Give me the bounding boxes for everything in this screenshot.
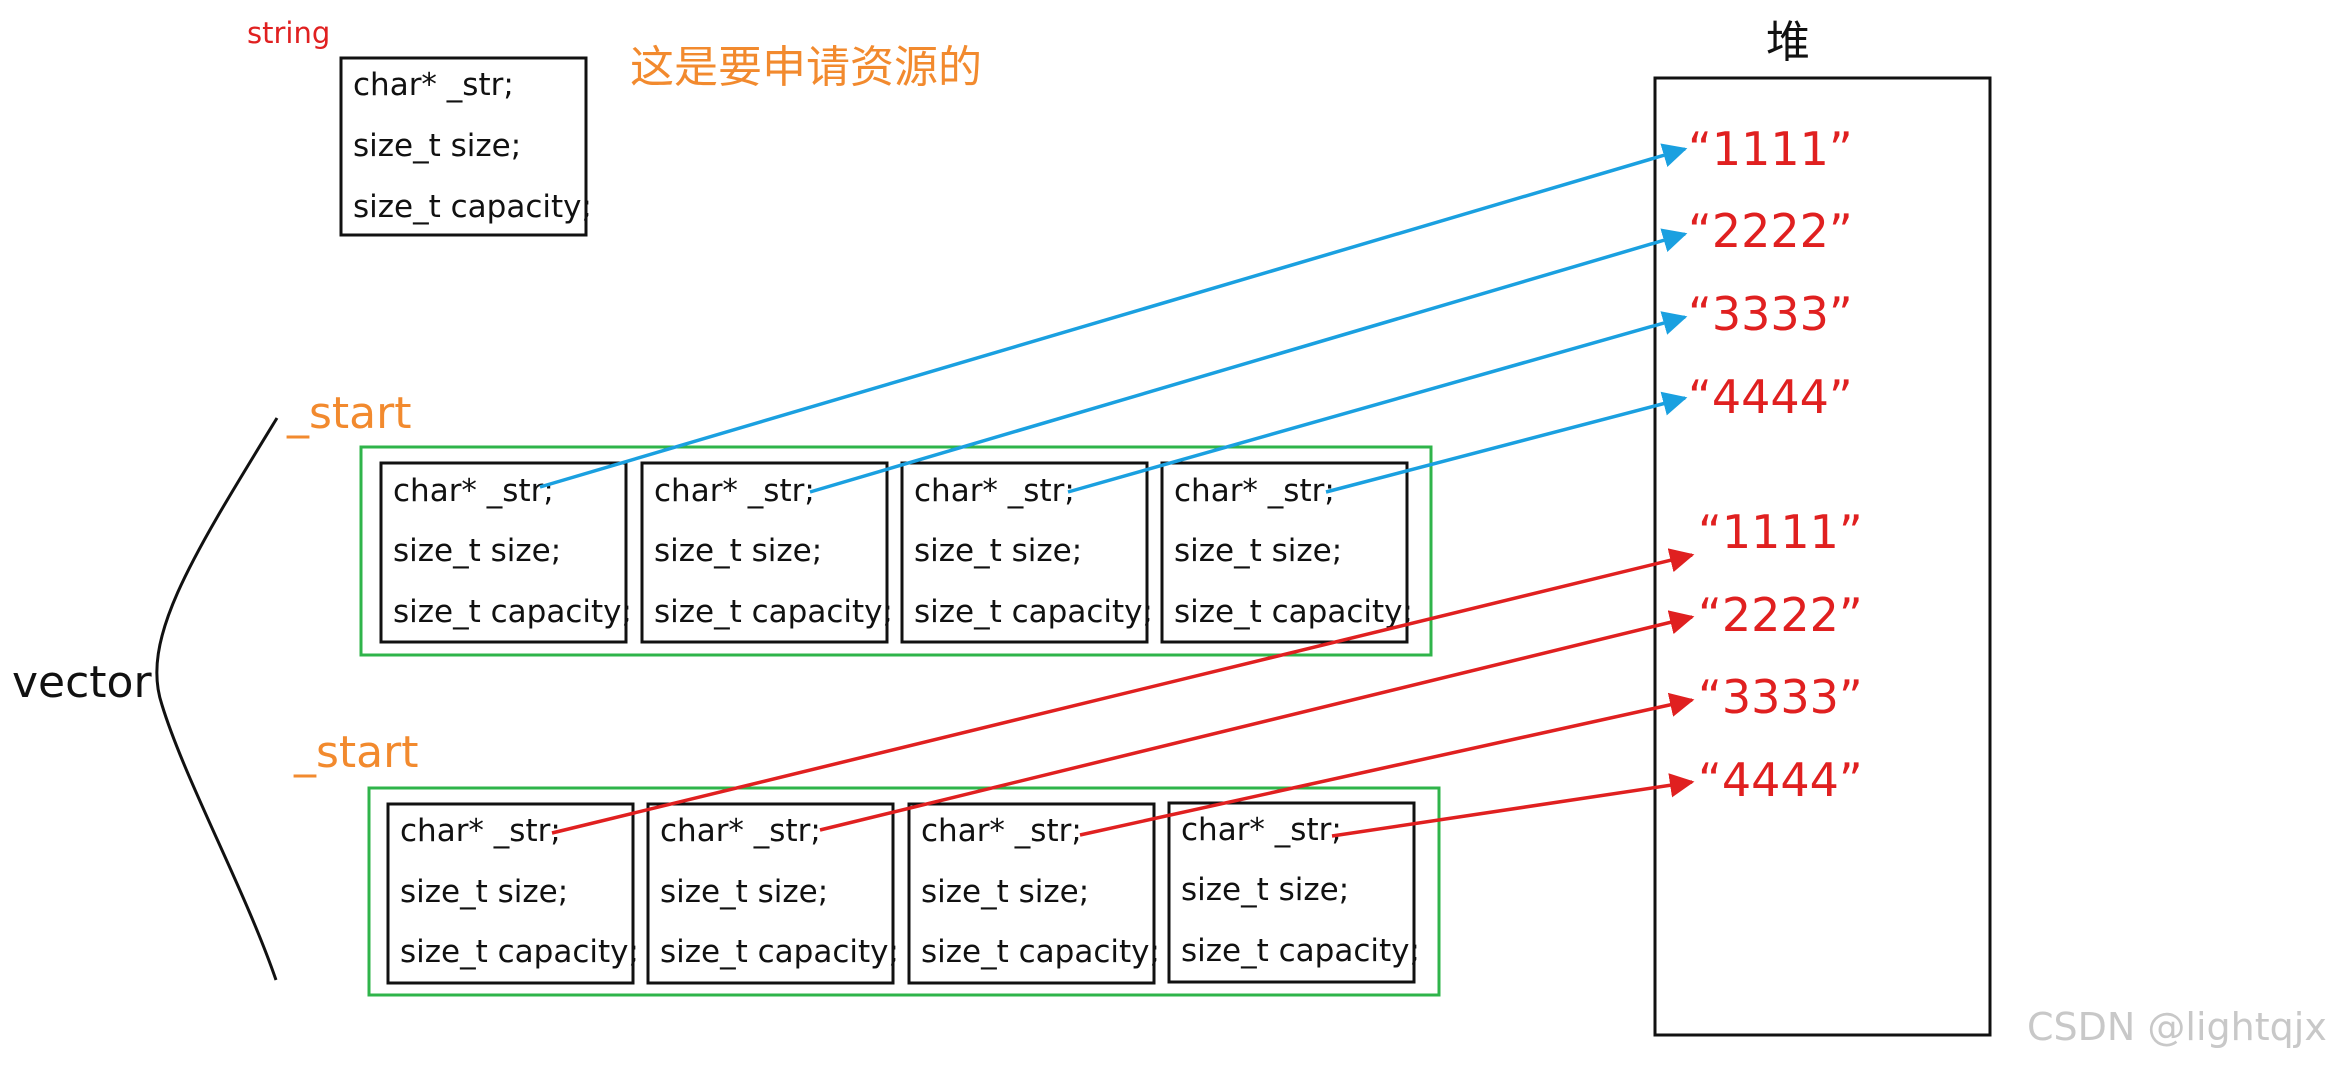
string-field-capacity: size_t capacity;: [353, 189, 592, 225]
element-field-size: size_t size;: [660, 874, 828, 910]
row2-element-3: char* _str; size_t size; size_t capacity…: [907, 802, 1160, 985]
element-box: [646, 802, 895, 985]
heap-value: “3333”: [1688, 287, 1853, 341]
element-field-size: size_t size;: [1181, 872, 1349, 908]
element-field-size: size_t size;: [1174, 533, 1342, 569]
string-field-size: size_t size;: [353, 128, 521, 164]
pointer-arrow: [1079, 692, 1695, 837]
row2-start-label: _start: [293, 727, 418, 778]
row1-element-4: char* _str; size_t size; size_t capacity…: [1160, 461, 1413, 644]
heap-value: “1111”: [1698, 505, 1863, 559]
element-field-capacity: size_t capacity;: [654, 594, 893, 630]
watermark: CSDN @lightqjx: [2027, 1005, 2327, 1049]
row1-element-3: char* _str; size_t size; size_t capacity…: [900, 461, 1153, 644]
row2-container: [367, 786, 1441, 997]
element-field-capacity: size_t capacity;: [1181, 933, 1420, 969]
element-field-size: size_t size;: [654, 533, 822, 569]
element-box: [379, 461, 628, 644]
element-box: [386, 802, 635, 985]
row2-element-2: char* _str; size_t size; size_t capacity…: [646, 802, 899, 985]
heap-value: “4444”: [1688, 370, 1853, 424]
pointer-arrow: [1325, 391, 1688, 494]
heap-value: “3333”: [1698, 670, 1863, 724]
heap-value: “2222”: [1688, 204, 1853, 258]
row1-element-1: char* _str; size_t size; size_t capacity…: [379, 461, 632, 644]
element-field-size: size_t size;: [393, 533, 561, 569]
element-field-str: char* _str;: [660, 813, 821, 849]
element-field-capacity: size_t capacity;: [400, 934, 639, 970]
element-field-str: char* _str;: [914, 473, 1075, 509]
row2-pointers: [551, 548, 1695, 838]
element-box: [640, 461, 889, 644]
row1-start-label: _start: [286, 388, 411, 439]
heap-box: [1653, 76, 1992, 1037]
element-field-str: char* _str;: [654, 473, 815, 509]
element-field-str: char* _str;: [1181, 812, 1342, 848]
string-type-label: string: [247, 16, 330, 50]
heap-title: 堆: [1766, 17, 1810, 68]
heap-group-1: “1111” “2222” “3333” “4444”: [1688, 122, 1853, 424]
string-struct-box: [339, 56, 588, 237]
element-field-str: char* _str;: [393, 473, 554, 509]
resource-note: 这是要申请资源的: [630, 42, 982, 93]
element-field-size: size_t size;: [400, 874, 568, 910]
heap-value: “1111”: [1688, 122, 1853, 176]
row1-container: [359, 445, 1433, 657]
vector-label: vector: [12, 657, 152, 708]
element-field-capacity: size_t capacity;: [660, 934, 899, 970]
string-field-str: char* _str;: [353, 67, 514, 103]
vector-brace: [155, 417, 279, 981]
row2-element-1: char* _str; size_t size; size_t capacity…: [386, 802, 639, 985]
row2-element-4: char* _str; size_t size; size_t capacity…: [1167, 801, 1420, 984]
element-box: [900, 461, 1149, 644]
pointer-arrow: [539, 143, 1688, 489]
pointer-arrow: [819, 610, 1695, 832]
element-field-size: size_t size;: [914, 533, 1082, 569]
element-field-capacity: size_t capacity;: [1174, 594, 1413, 630]
pointer-arrow: [551, 548, 1695, 835]
pointer-arrow: [809, 228, 1688, 494]
element-field-size: size_t size;: [921, 874, 1089, 910]
element-field-str: char* _str;: [400, 813, 561, 849]
element-field-capacity: size_t capacity;: [921, 934, 1160, 970]
row1-pointers: [539, 143, 1688, 494]
row1-element-2: char* _str; size_t size; size_t capacity…: [640, 461, 893, 644]
pointer-arrow: [1331, 773, 1695, 838]
element-box: [907, 802, 1156, 985]
element-field-str: char* _str;: [1174, 473, 1335, 509]
heap-value: “4444”: [1698, 753, 1863, 807]
element-field-str: char* _str;: [921, 813, 1082, 849]
heap-value: “2222”: [1698, 588, 1863, 642]
element-box: [1167, 801, 1416, 984]
element-field-capacity: size_t capacity;: [914, 594, 1153, 630]
element-field-capacity: size_t capacity;: [393, 594, 632, 630]
pointer-arrow: [1067, 311, 1688, 494]
element-box: [1160, 461, 1409, 644]
heap-group-2: “1111” “2222” “3333” “4444”: [1698, 505, 1863, 807]
